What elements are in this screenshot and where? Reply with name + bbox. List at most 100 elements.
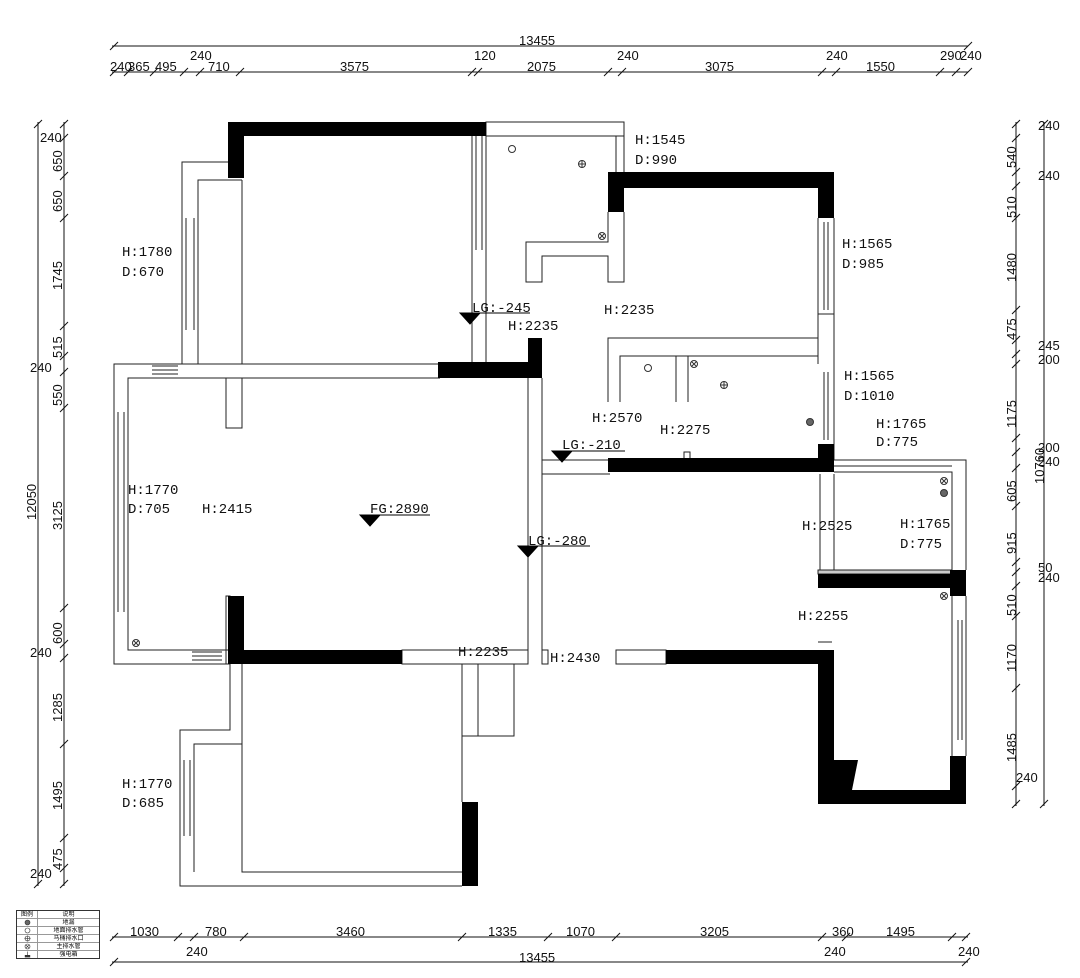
legend-desc: 马桶排水口 [53, 935, 84, 942]
left-dim: 240 [30, 866, 52, 881]
top-dim: 290 [940, 48, 962, 63]
bottom-dimensions: 13455 1030 780 3460 1335 1070 3205 360 1… [130, 924, 980, 965]
floor-drain-icon [806, 418, 814, 426]
left-dim: 550 [50, 384, 65, 406]
top-dim: 120 [474, 48, 496, 63]
toilet-drain-icon [17, 935, 38, 942]
right-dim: 240 [1038, 168, 1060, 183]
note: H:1770 [122, 777, 172, 793]
left-dim: 515 [50, 336, 65, 358]
right-dim: 1480 [1004, 253, 1019, 282]
note: FG:2890 [370, 502, 429, 518]
right-dim: 200 [1038, 352, 1060, 367]
main-drain-pipe-icon [598, 232, 606, 240]
toilet-drain-icon [578, 160, 586, 168]
note: H:2275 [660, 423, 710, 439]
top-dim: 710 [208, 59, 230, 74]
left-dim: 1285 [50, 693, 65, 722]
note: H:1545 [635, 133, 685, 149]
structural-walls [228, 122, 966, 886]
note: H:1565 [844, 369, 894, 385]
note: H:1780 [122, 245, 172, 261]
right-dim: 915 [1004, 532, 1019, 554]
top-dim: 3575 [340, 59, 369, 74]
bottom-dim: 360 [832, 924, 854, 939]
right-dim: 50 [1038, 560, 1052, 575]
right-dim: 510 [1004, 594, 1019, 616]
note: D:670 [122, 265, 164, 281]
level-marker-fg-2890 [358, 514, 430, 527]
note: H:2235 [508, 319, 558, 335]
note: LG:-245 [472, 301, 531, 317]
note: H:2525 [802, 519, 852, 535]
legend-header-symbol: 图例 [17, 911, 38, 918]
bottom-total: 13455 [519, 950, 555, 965]
floor-drain-pipe-icon [17, 927, 38, 934]
note: D:775 [876, 435, 918, 451]
note: H:1770 [128, 483, 178, 499]
note: LG:-210 [562, 438, 621, 454]
right-dim: 605 [1004, 480, 1019, 502]
note: D:685 [122, 796, 164, 812]
main-drain-pipe-icon [17, 943, 38, 950]
legend-row: 地面排水管 [17, 927, 99, 935]
legend-row: 强电箱 [17, 951, 99, 958]
right-dim: 240 [1038, 454, 1060, 469]
legend-desc: 地漏 [62, 919, 75, 926]
top-dim: 3075 [705, 59, 734, 74]
note: H:2430 [550, 651, 600, 667]
left-dimensions: 12050 240 650 650 1745 515 240 550 3125 … [24, 130, 65, 881]
legend-row: 主排水管 [17, 943, 99, 951]
legend-header: 图例 说明 [17, 911, 99, 919]
bottom-dim: 240 [186, 944, 208, 959]
top-dim: 240 [960, 48, 982, 63]
bottom-dim: 240 [958, 944, 980, 959]
note: H:2235 [604, 303, 654, 319]
main-drain-pipe-icon [132, 639, 140, 647]
note: H:2235 [458, 645, 508, 661]
note: H:2255 [798, 609, 848, 625]
fixture-icons [132, 145, 948, 647]
left-dim: 240 [30, 360, 52, 375]
toilet-drain-icon [720, 381, 728, 389]
right-dimensions: 10760 240 540 240 510 1480 475 245 200 1… [1004, 118, 1060, 785]
left-dim: 240 [30, 645, 52, 660]
note: H:1565 [842, 237, 892, 253]
left-dim: 475 [50, 848, 65, 870]
floor-drain-icon [17, 919, 38, 926]
floor-drain-icon [940, 489, 948, 497]
bottom-dim: 1030 [130, 924, 159, 939]
legend-desc: 地面排水管 [53, 927, 84, 934]
right-dim: 200 [1038, 440, 1060, 455]
thin-walls [113, 121, 967, 887]
power-box-icon [17, 951, 38, 958]
main-drain-pipe-icon [940, 477, 948, 485]
right-dim: 540 [1004, 146, 1019, 168]
right-dim: 245 [1038, 338, 1060, 353]
floor-drain-pipe-icon [508, 145, 516, 153]
right-dim: 1175 [1004, 400, 1019, 428]
bottom-dim: 1335 [488, 924, 517, 939]
level-marker-lg-210 [550, 450, 625, 463]
top-dim: 240 [617, 48, 639, 63]
main-drain-pipe-icon [690, 360, 698, 368]
bottom-dim: 240 [824, 944, 846, 959]
left-dim: 3125 [50, 501, 65, 530]
note: H:2570 [592, 411, 642, 427]
top-dim: 1550 [866, 59, 895, 74]
bottom-dim: 3205 [700, 924, 729, 939]
note: LG:-280 [528, 534, 587, 550]
main-drain-pipe-icon [940, 592, 948, 600]
note: D:775 [900, 537, 942, 553]
legend-header-desc: 说明 [62, 911, 75, 918]
left-dim: 650 [50, 190, 65, 212]
legend-row: 地漏 [17, 919, 99, 927]
bottom-dim: 1495 [886, 924, 915, 939]
right-dim: 475 [1004, 318, 1019, 340]
left-dim: 1495 [50, 781, 65, 810]
right-dim: 240 [1016, 770, 1038, 785]
top-dim: 240 [110, 59, 132, 74]
note: D:1010 [844, 389, 894, 405]
left-dim: 600 [50, 622, 65, 644]
